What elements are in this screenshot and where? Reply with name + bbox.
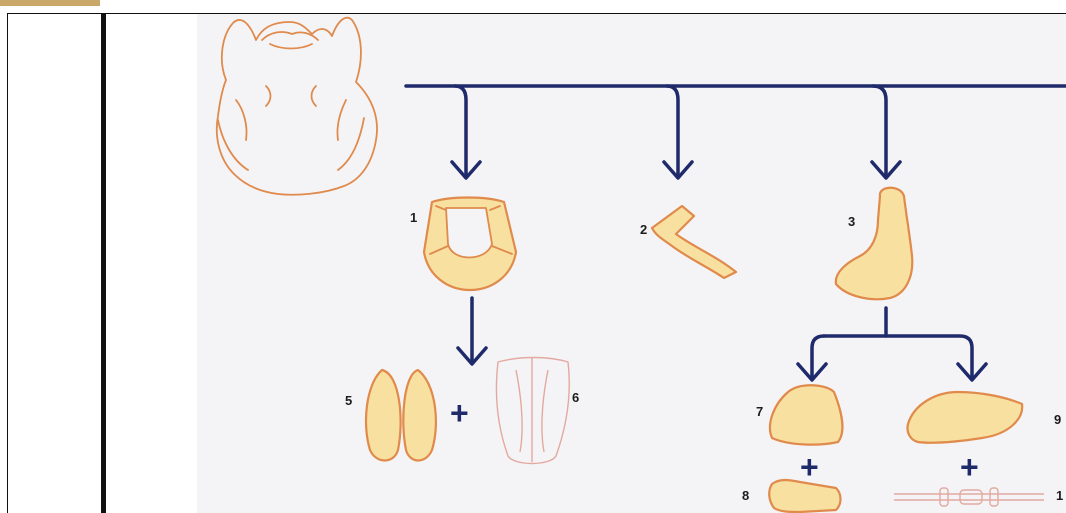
- breast-frame-part: [496, 358, 569, 464]
- breast-fillet-part: [366, 370, 436, 461]
- distribution-arrows: [406, 86, 1066, 178]
- label-drumstick: 8: [742, 488, 749, 503]
- whole-chicken-carcass-icon: [217, 18, 377, 195]
- label-leg-meat: 9: [1054, 412, 1061, 427]
- thigh-part: [770, 385, 842, 444]
- plus-3: +: [960, 449, 979, 485]
- breast-part: [424, 198, 516, 291]
- wing-part: [652, 206, 736, 278]
- label-leg-quarter: 3: [848, 214, 855, 229]
- drumstick-part: [769, 480, 840, 512]
- plus-1: +: [450, 395, 469, 431]
- label-breast-fillet: 5: [345, 393, 352, 408]
- plus-2: +: [800, 449, 819, 485]
- breast-down-arrow: [458, 298, 486, 364]
- label-wing: 2: [640, 222, 647, 237]
- leg-bone-part: [894, 488, 1044, 506]
- label-breast-frame: 6: [572, 390, 579, 405]
- leg-quarter-part: [836, 188, 912, 300]
- leg-split-arrows: [798, 308, 986, 380]
- label-leg-bone: 1: [1056, 488, 1063, 503]
- label-thigh: 7: [756, 404, 763, 419]
- label-breast: 1: [410, 210, 417, 225]
- leg-meat-part: [907, 392, 1022, 443]
